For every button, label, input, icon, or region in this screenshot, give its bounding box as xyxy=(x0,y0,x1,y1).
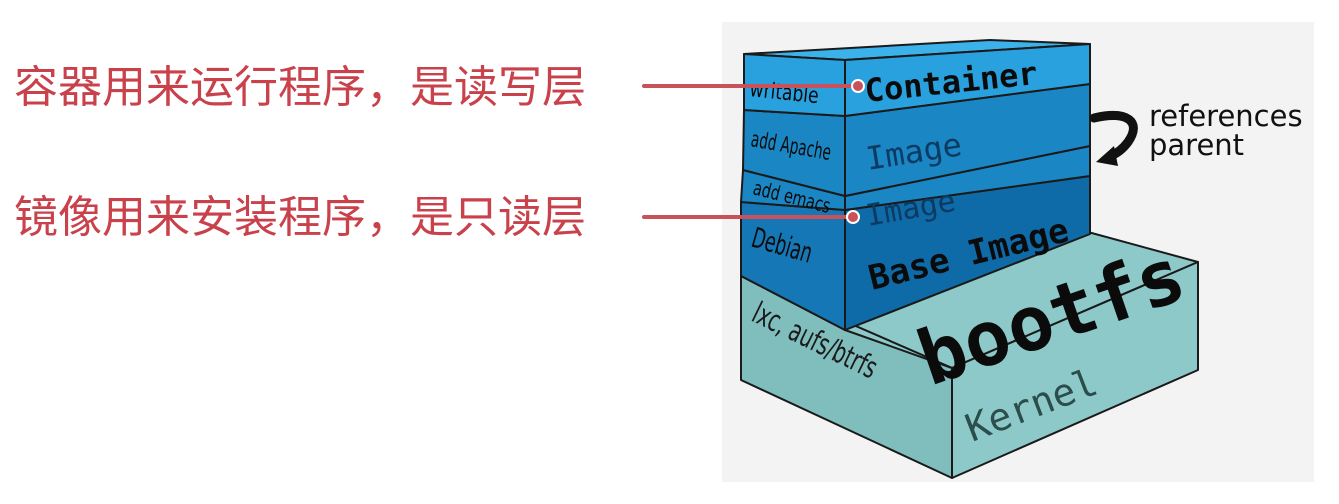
writable-front-face xyxy=(844,43,1091,117)
references-label: references xyxy=(1149,99,1303,133)
kernel-layer xyxy=(740,231,1199,479)
kernel-front-face xyxy=(951,261,1199,479)
container-pointer-line xyxy=(642,84,856,88)
container-pointer-dot xyxy=(851,79,865,93)
image-pointer-dot xyxy=(846,210,860,224)
debian-layer xyxy=(740,175,1091,331)
image-pointer-line xyxy=(642,215,850,219)
apache-layer xyxy=(742,83,1091,197)
image-annotation: 镜像用来安装程序，是只读层 xyxy=(14,192,586,243)
parent-label: parent xyxy=(1149,128,1244,162)
container-annotation: 容器用来运行程序，是读写层 xyxy=(14,62,586,113)
references-parent-arrow-icon xyxy=(1089,111,1138,166)
